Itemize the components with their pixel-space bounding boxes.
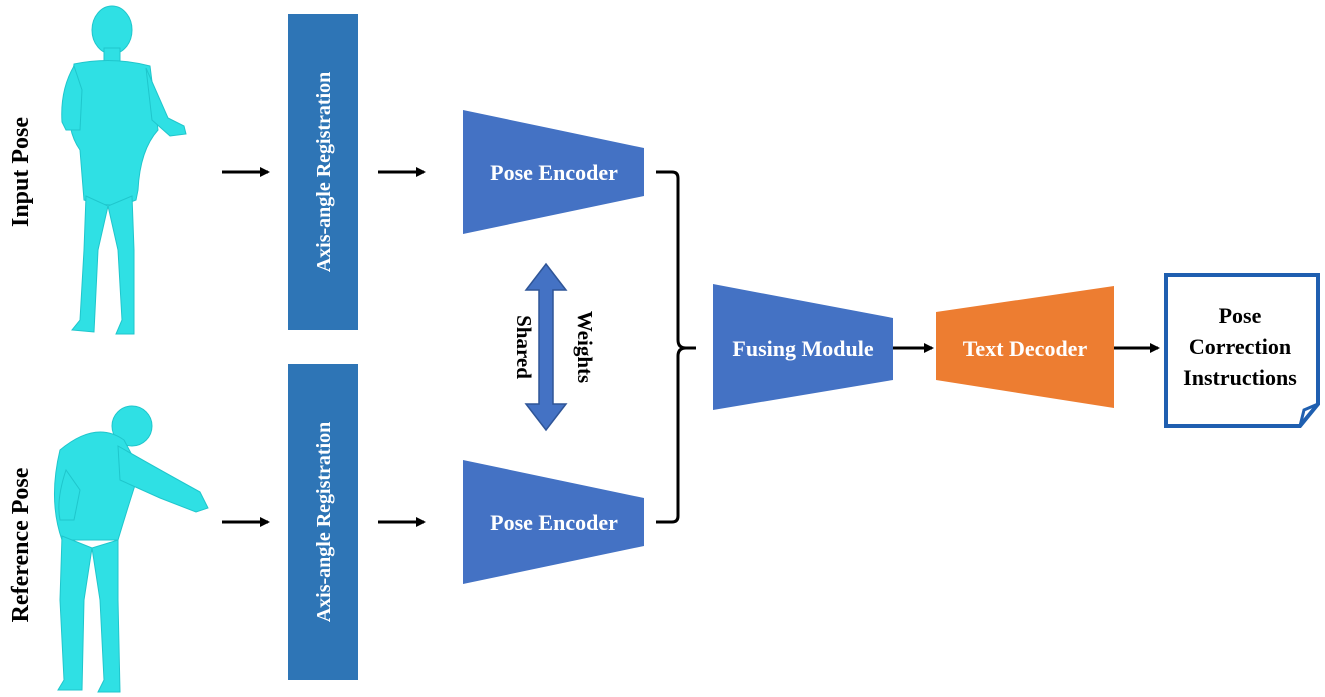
output-line1: Pose xyxy=(1219,303,1262,328)
shared-weights-label-line2: Weights xyxy=(573,311,597,383)
reference-pose-label: Reference Pose xyxy=(8,467,34,622)
pose-encoder-top-label: Pose Encoder xyxy=(490,160,618,185)
shared-weights-double-arrow xyxy=(524,262,568,432)
input-pose-label: Input Pose xyxy=(8,117,34,227)
pose-encoder-bottom xyxy=(463,460,644,584)
output-document-icon xyxy=(1164,273,1320,428)
fusing-module-label: Fusing Module xyxy=(732,336,873,361)
pose-encoder-top xyxy=(463,110,644,234)
fusing-module xyxy=(713,284,893,410)
registration-label-bottom: Axis-angle Registration xyxy=(313,422,335,623)
registration-box-bottom xyxy=(288,364,358,680)
text-decoder xyxy=(936,286,1114,408)
registration-box-top xyxy=(288,14,358,330)
input-human-figure-icon xyxy=(61,5,187,335)
output-line2: Correction xyxy=(1189,334,1291,359)
output-line3: Instructions xyxy=(1183,365,1297,390)
text-decoder-label: Text Decoder xyxy=(963,336,1088,361)
registration-label-top: Axis-angle Registration xyxy=(313,72,335,273)
merge-bracket xyxy=(656,170,696,524)
shared-weights-label-line1: Shared xyxy=(512,315,536,379)
pose-encoder-bottom-label: Pose Encoder xyxy=(490,510,618,535)
document-folded-corner xyxy=(1298,402,1319,427)
reference-human-figure-icon xyxy=(54,405,209,693)
